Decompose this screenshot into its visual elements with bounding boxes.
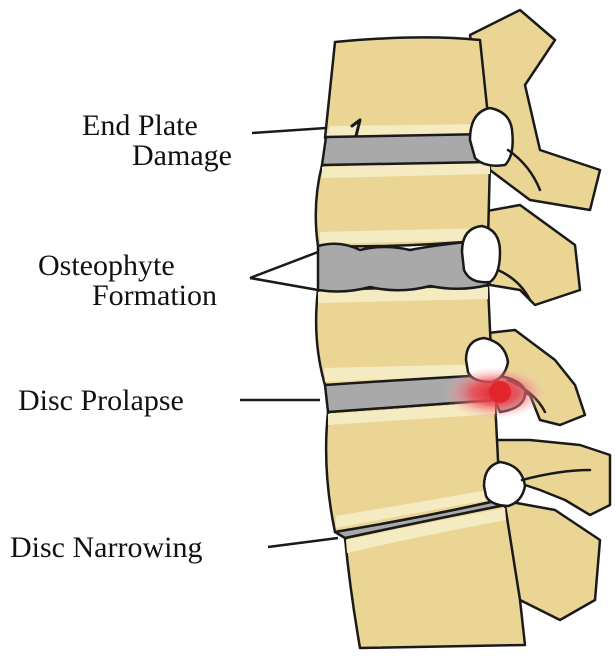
leader-disc-narrowing (268, 538, 338, 547)
label-end-plate-line1: End Plate (82, 109, 198, 142)
disc-end-plate-damage (322, 134, 490, 165)
prolapse-hotspot (489, 381, 511, 403)
foramen-2 (462, 226, 500, 282)
label-end-plate-line2: Damage (132, 139, 232, 172)
label-osteophyte-line1: Osteophyte (38, 249, 175, 282)
leader-osteophyte-upper (250, 252, 318, 278)
label-disc-prolapse: Disc Prolapse (18, 384, 184, 417)
vertebra-1 (325, 37, 490, 138)
leader-end-plate (252, 128, 326, 133)
leader-osteophyte-lower (250, 278, 318, 290)
label-osteophyte-line2: Formation (92, 279, 217, 312)
label-disc-narrowing: Disc Narrowing (10, 531, 202, 564)
foramen-1 (470, 108, 513, 166)
